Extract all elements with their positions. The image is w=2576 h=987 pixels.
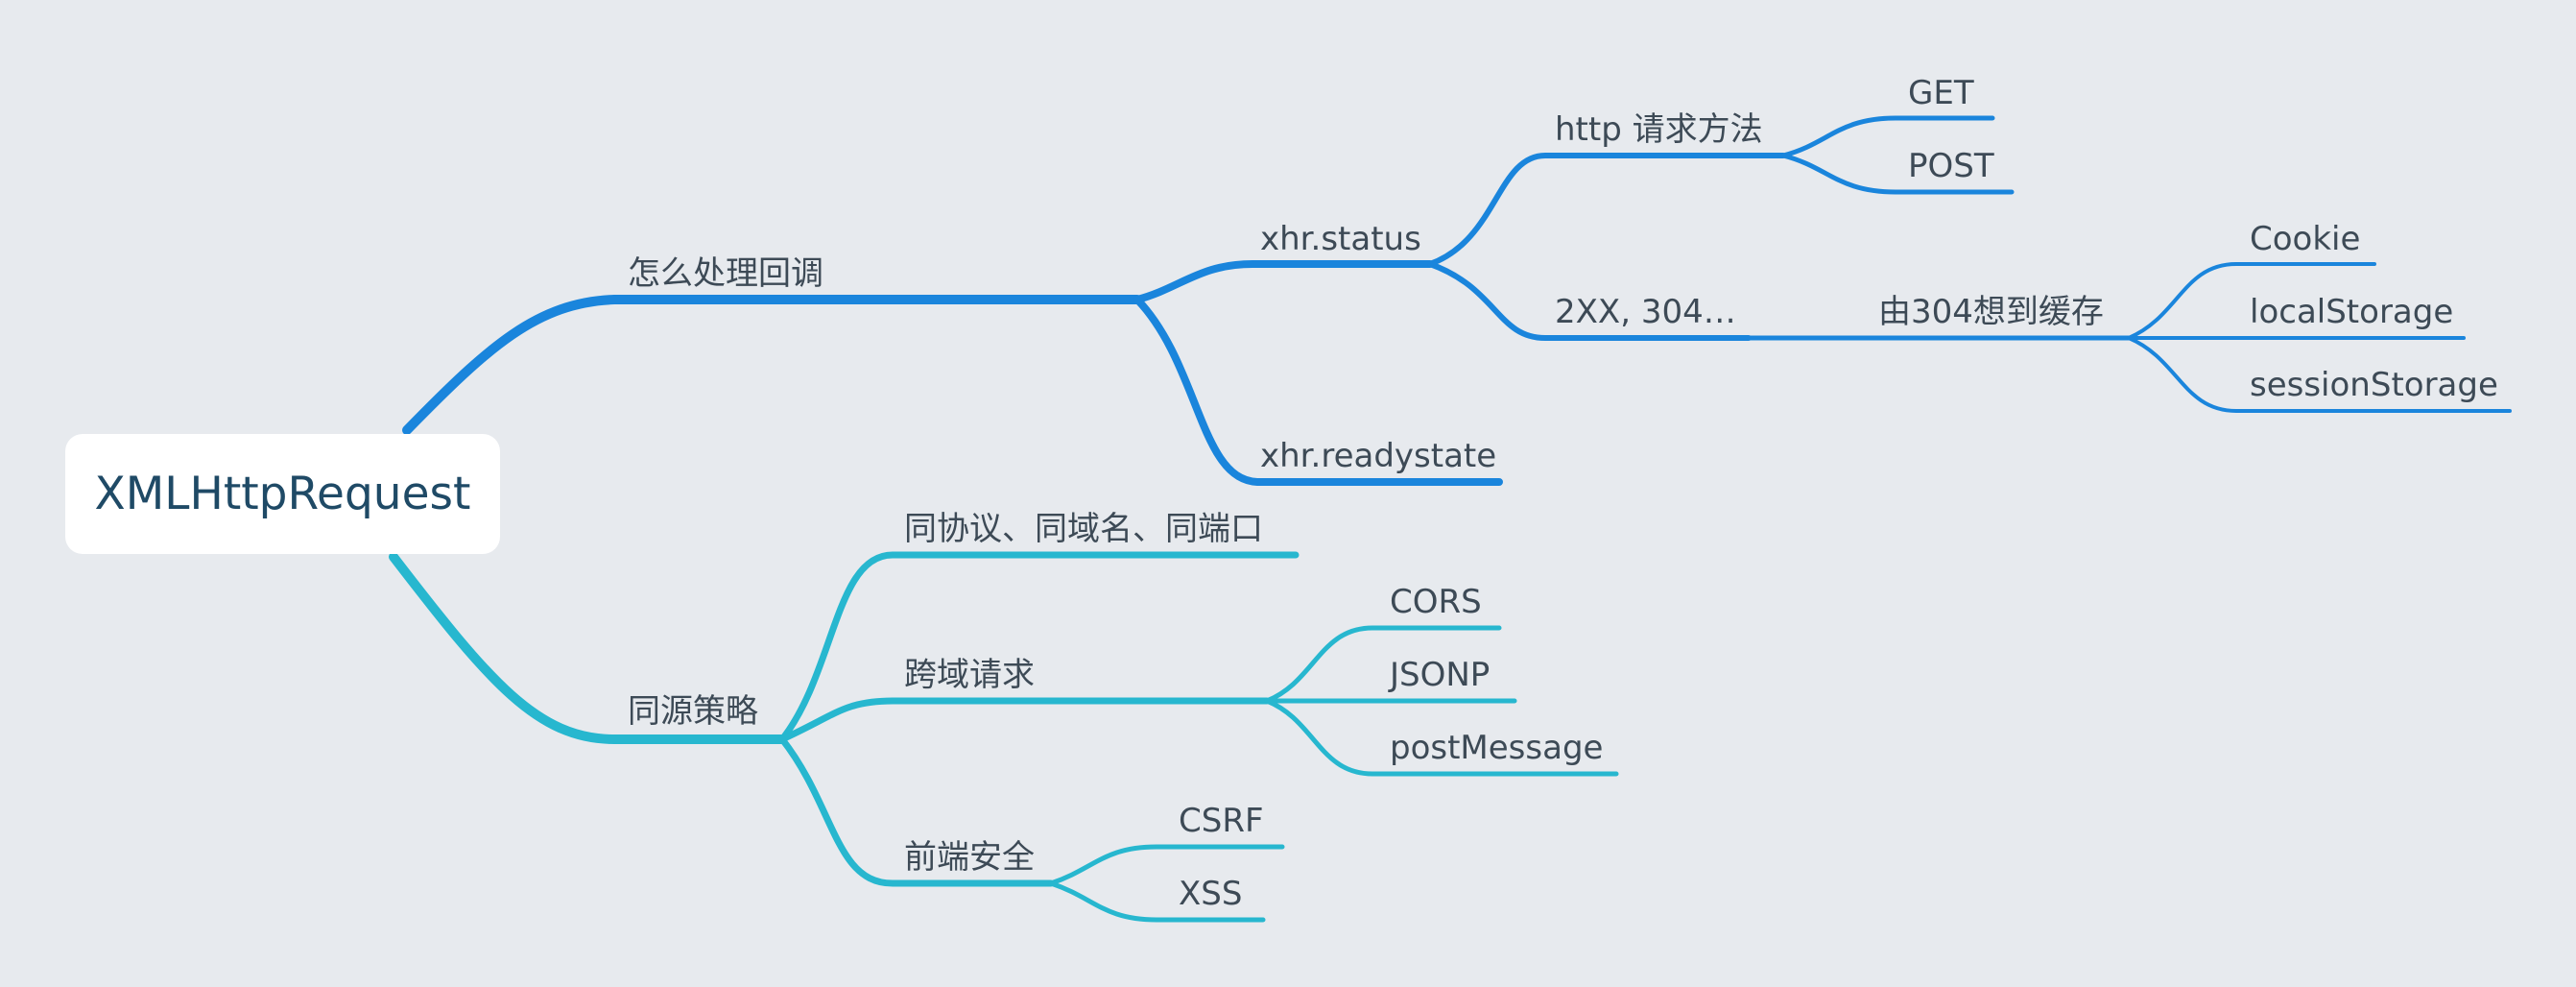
node-post[interactable]: POST	[1908, 147, 1994, 185]
node-same-origin[interactable]: 同源策略	[628, 692, 758, 731]
connector-root-sameorigin	[389, 552, 787, 744]
node-xss[interactable]: XSS	[1179, 875, 1243, 913]
node-status-codes[interactable]: 2XX, 304…	[1555, 293, 1736, 331]
connector-status-codes	[1427, 261, 1752, 341]
connector-callback-readystate	[1133, 296, 1503, 486]
connector-security-csrf	[1048, 844, 1285, 886]
connector-sameorigin-crossdomain	[778, 697, 1271, 743]
connector-root-callback	[402, 295, 1142, 435]
node-sessionstorage[interactable]: sessionStorage	[2250, 366, 2498, 404]
node-get[interactable]: GET	[1908, 74, 1974, 112]
node-csrf[interactable]: CSRF	[1179, 802, 1264, 840]
connector-status-http	[1427, 153, 1786, 267]
node-security[interactable]: 前端安全	[904, 838, 1035, 877]
node-cross-domain[interactable]: 跨域请求	[904, 656, 1035, 694]
connector-crossdomain-postmessage	[1264, 698, 1619, 777]
node-cache[interactable]: 由304想到缓存	[1878, 293, 2104, 331]
connector-http-post	[1780, 153, 2015, 195]
connector-callback-status	[1133, 260, 1434, 303]
node-postmessage[interactable]: postMessage	[1390, 729, 1604, 767]
node-cookie[interactable]: Cookie	[2250, 220, 2361, 258]
connector-crossdomain-cors	[1264, 625, 1502, 704]
node-cors[interactable]: CORS	[1390, 583, 1482, 621]
connector-security-xss	[1048, 880, 1266, 923]
root-node-label: XMLHttpRequest	[94, 468, 471, 520]
node-jsonp[interactable]: JSONP	[1390, 656, 1491, 694]
node-xhr-status[interactable]: xhr.status	[1260, 220, 1421, 258]
connector-cache-cookie	[2127, 262, 2376, 340]
root-node[interactable]: XMLHttpRequest	[65, 434, 500, 554]
connector-http-get	[1780, 115, 1995, 158]
node-localstorage[interactable]: localStorage	[2250, 293, 2454, 331]
node-origin-definition[interactable]: 同协议、同域名、同端口	[904, 510, 1263, 548]
connector-sameorigin-security	[778, 735, 1055, 887]
connector-cache-session	[2127, 336, 2512, 413]
node-xhr-readystate[interactable]: xhr.readystate	[1260, 437, 1497, 475]
node-callback[interactable]: 怎么处理回调	[628, 254, 823, 293]
node-http-methods[interactable]: http 请求方法	[1555, 110, 1763, 149]
connector-sameorigin-definition	[778, 551, 1300, 743]
